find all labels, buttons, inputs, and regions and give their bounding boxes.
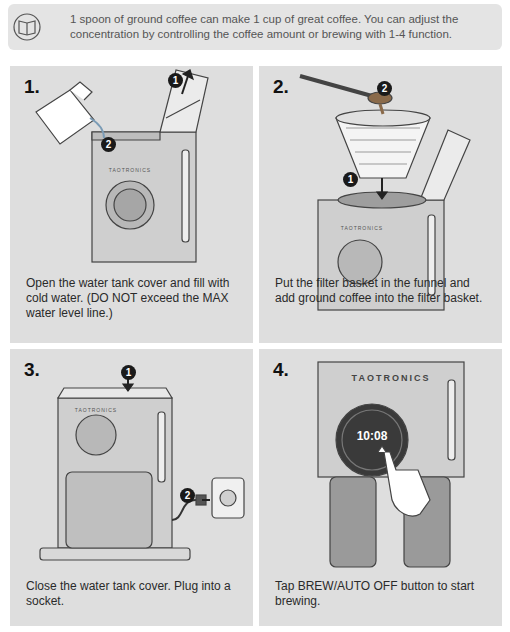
callout-number: 2 [180, 488, 195, 503]
callout-text: 1 [168, 73, 183, 88]
book-icon [14, 14, 40, 40]
brand-label: TAOTRONICS [341, 225, 383, 231]
step-panel: 1. Open the water tank cover and fill wit… [10, 66, 253, 343]
coffee-maker-3 [40, 376, 244, 560]
brand-label: 10:08 [357, 429, 388, 443]
step-caption: Open the water tank cover and fill with … [26, 276, 244, 321]
step-panel: 2. Put the filter basket in the funnel an… [259, 66, 502, 343]
brand-label: TAOTRONICS [109, 167, 151, 173]
callout-number: 2 [377, 81, 392, 96]
step-caption: Close the water tank cover. Plug into a … [26, 579, 244, 609]
callout-number: 2 [101, 137, 116, 152]
step-number: 2. [273, 76, 289, 98]
tip-text: 1 spoon of ground coffee can make 1 cup … [70, 12, 490, 42]
step-number: 1. [24, 76, 40, 98]
step-panel: 4. Tap BREW/AUTO OFF button to start brew… [259, 349, 502, 626]
callout-number: 1 [343, 172, 358, 187]
callout-text: 1 [343, 172, 358, 187]
brand-label: TAOTRONICS [352, 373, 431, 383]
brand-label: TAOTRONICS [75, 407, 117, 413]
callout-text: 1 [121, 365, 136, 380]
step-number: 3. [24, 359, 40, 381]
step-panel: 3. Close the water tank cover. Plug into … [10, 349, 253, 626]
coffee-maker-1 [36, 70, 208, 262]
step-caption: Tap BREW/AUTO OFF button to start brewin… [275, 579, 493, 609]
callout-number: 1 [121, 365, 136, 380]
step-caption: Put the filter basket in the funnel and … [275, 276, 493, 306]
coffee-maker-2 [300, 76, 470, 310]
tip-banner: 1 spoon of ground coffee can make 1 cup … [8, 4, 502, 50]
step-number: 4. [273, 359, 289, 381]
control-panel [318, 362, 464, 567]
callout-number: 1 [168, 73, 183, 88]
callout-text: 2 [377, 81, 392, 96]
callout-text: 2 [180, 488, 195, 503]
callout-text: 2 [101, 137, 116, 152]
